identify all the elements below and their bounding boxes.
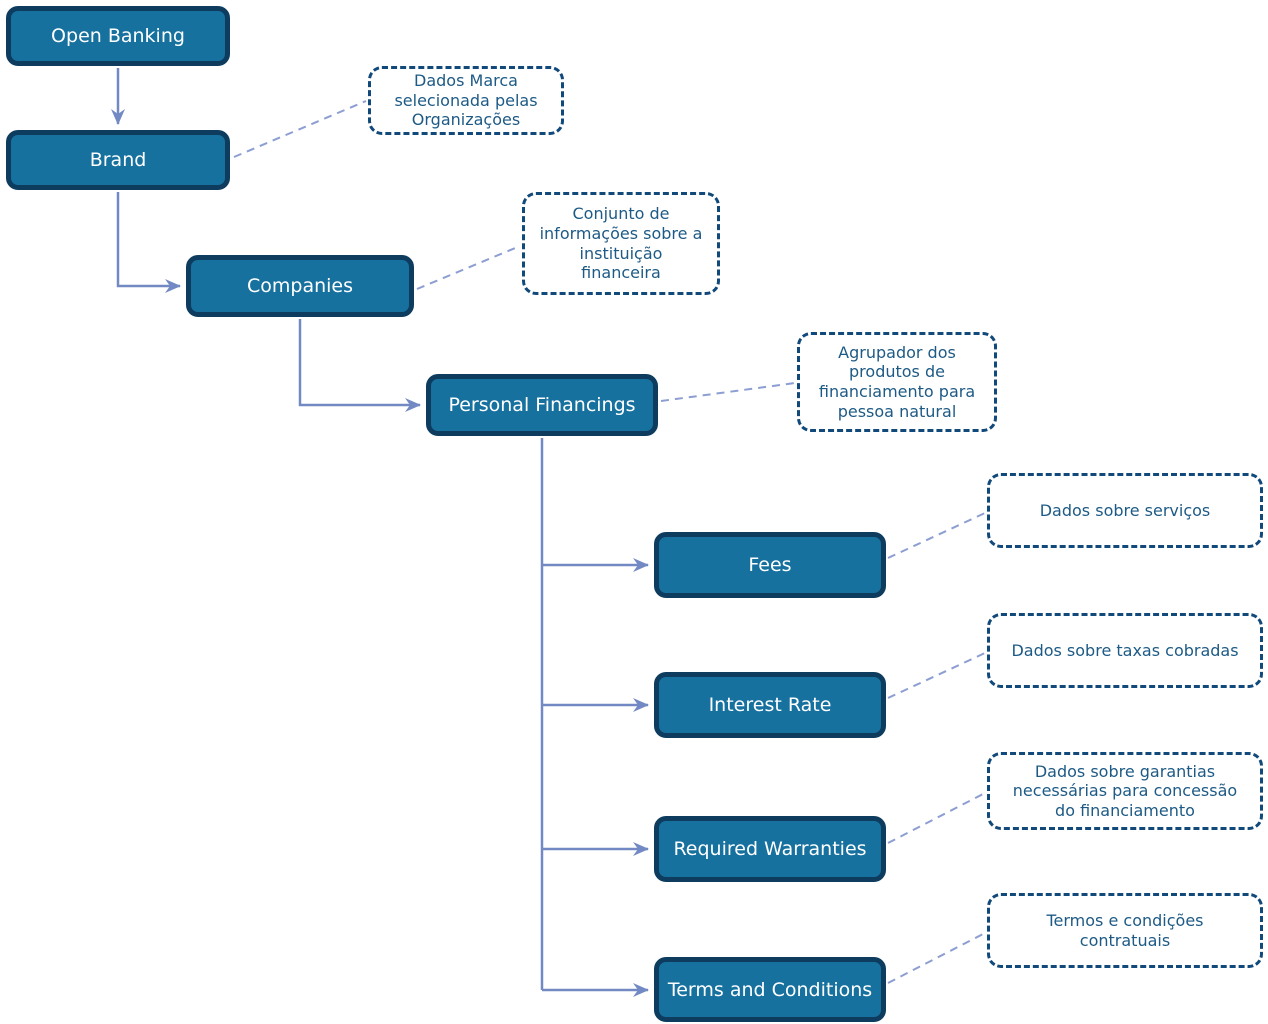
dashed-connector-interest-rate-note bbox=[887, 652, 986, 699]
note-personal-financings: Agrupador dos produtos de financiamento … bbox=[797, 332, 997, 432]
connector-companies-personalfinancings bbox=[298, 319, 421, 412]
node-fees: Fees bbox=[654, 532, 886, 598]
note-companies: Conjunto de informações sobre a institui… bbox=[522, 192, 720, 295]
node-brand: Brand bbox=[6, 130, 230, 190]
node-interest-rate: Interest Rate bbox=[654, 672, 886, 738]
node-required-warranties: Required Warranties bbox=[654, 816, 886, 882]
dashed-connector-fees-note bbox=[887, 512, 986, 559]
note-fees: Dados sobre serviços bbox=[987, 473, 1263, 548]
dashed-connector-terms-note bbox=[887, 932, 986, 984]
note-interest-rate: Dados sobre taxas cobradas bbox=[987, 613, 1263, 688]
note-required-warranties: Dados sobre garantias necessárias para c… bbox=[987, 752, 1263, 830]
node-companies: Companies bbox=[186, 255, 414, 317]
note-brand: Dados Marca selecionada pelas Organizaçõ… bbox=[368, 66, 564, 135]
dashed-connector-brand-note bbox=[233, 100, 367, 158]
dashed-connector-required-warranties-note bbox=[887, 792, 986, 844]
node-personal-financings: Personal Financings bbox=[426, 374, 658, 436]
connector-brand-companies bbox=[116, 192, 181, 293]
dashed-connector-companies-note bbox=[416, 245, 521, 290]
node-terms-and-conditions: Terms and Conditions bbox=[654, 957, 886, 1022]
node-open-banking: Open Banking bbox=[6, 6, 230, 66]
dashed-connector-personalfinancings-note bbox=[660, 382, 796, 402]
note-terms-and-conditions: Termos e condições contratuais bbox=[987, 893, 1263, 968]
